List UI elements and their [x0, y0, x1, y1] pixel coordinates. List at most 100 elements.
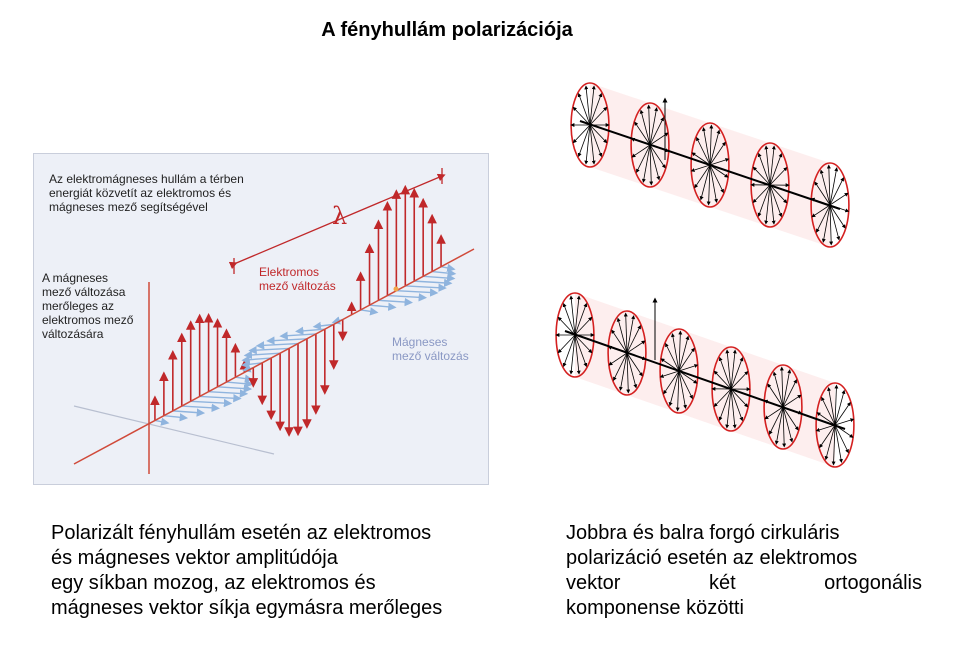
field-vector	[834, 418, 855, 426]
caption-line: Polarizált fényhullám esetén az elektrom…	[51, 522, 432, 544]
mag-perp-line: merőleges az	[42, 299, 115, 313]
field-vector	[618, 352, 628, 391]
field-vector	[577, 124, 591, 158]
magnetic-vector	[360, 307, 379, 316]
field-vector	[577, 92, 591, 126]
field-vector	[678, 335, 690, 372]
field-vector	[730, 388, 737, 429]
field-vector	[782, 406, 794, 443]
polarization-ring	[763, 364, 803, 450]
field-vector	[713, 388, 732, 408]
field-vector	[626, 352, 631, 394]
field-vector	[701, 127, 711, 166]
propagation-axis	[564, 330, 846, 430]
field-vector	[670, 333, 680, 372]
field-vector	[574, 334, 588, 368]
field-vector	[782, 369, 792, 408]
linear-polarization-diagram: Az elektromágneses hullám a térben energ…	[33, 153, 489, 485]
magnetic-vector	[312, 321, 334, 331]
magnetic-vector	[241, 360, 263, 369]
propagation-axis	[579, 120, 841, 210]
field-vector	[636, 144, 651, 174]
field-vector	[663, 370, 680, 395]
field-vector	[815, 424, 836, 432]
field-vector	[829, 167, 839, 206]
circular-polarization-bottom	[555, 292, 855, 468]
magnetic-vector	[432, 268, 457, 278]
field-vector	[678, 370, 693, 400]
mag-perp-line: változására	[42, 327, 104, 341]
magnetic-vector	[226, 379, 254, 388]
magnetic-perpendicular-label: A mágneses mező változása merőleges az e…	[42, 271, 133, 341]
field-vector	[816, 204, 831, 233]
magnetic-vector	[255, 341, 299, 350]
field-vector	[769, 406, 784, 435]
field-vector	[829, 204, 834, 246]
field-vector	[725, 349, 732, 390]
magnetic-vector	[243, 350, 281, 360]
field-vector	[769, 184, 788, 204]
magnetic-vector	[235, 374, 254, 383]
field-vector	[659, 370, 680, 378]
field-vector	[752, 184, 771, 204]
field-vector	[782, 406, 799, 431]
field-vector	[829, 192, 849, 206]
magnetic-vector	[440, 263, 456, 273]
polarization-ring	[815, 382, 855, 468]
field-vector	[769, 184, 783, 218]
field-vector	[626, 352, 643, 377]
field-vector	[826, 164, 831, 206]
field-vector	[569, 295, 576, 336]
field-vector	[829, 204, 841, 241]
field-vector	[649, 107, 659, 146]
field-vector	[767, 383, 784, 408]
field-vector	[730, 388, 749, 408]
field-vector	[814, 181, 831, 206]
field-vector	[572, 106, 591, 126]
mag-perp-line: A mágneses	[42, 271, 109, 285]
magnetic-vector	[248, 345, 290, 355]
magnetic-vector	[208, 389, 249, 398]
field-vector	[819, 169, 831, 206]
field-vector	[709, 141, 726, 166]
magnetic-vector	[163, 413, 189, 422]
field-vector	[696, 136, 711, 166]
polarization-ring	[659, 328, 699, 414]
highlight-dot	[393, 286, 399, 292]
magnetic-vector	[378, 297, 413, 307]
field-vector	[694, 164, 711, 189]
field-vector	[557, 316, 576, 336]
field-vector	[834, 389, 846, 426]
field-vector	[782, 406, 787, 448]
magnetic-vector	[387, 293, 428, 302]
field-vector	[589, 124, 596, 165]
magnetic-vector	[405, 283, 447, 292]
mag-perp-line: elektromos mező	[42, 313, 134, 327]
field-vector	[668, 370, 680, 407]
energy-label-line: mágneses mező segítségével	[49, 200, 208, 214]
field-vector	[562, 334, 576, 368]
field-vector	[824, 424, 836, 461]
field-vector	[678, 347, 695, 372]
field-vector	[584, 85, 591, 126]
field-vector	[709, 164, 719, 203]
caption-line: komponense közötti	[566, 597, 744, 619]
field-vector	[678, 364, 699, 372]
electric-label-line: Elektromos	[259, 265, 320, 279]
field-vector	[574, 302, 588, 336]
caption-circular: Jobbra és balra forgó cirkuláris polariz…	[566, 521, 922, 621]
field-vector	[589, 85, 596, 126]
field-vector	[752, 166, 771, 186]
field-vector	[769, 184, 776, 225]
magnetic-field-label: Mágneses mező változás	[392, 335, 469, 363]
field-vector	[834, 384, 839, 426]
field-vector	[782, 394, 802, 408]
field-vector	[782, 379, 797, 408]
circular-polarization-top	[570, 82, 850, 248]
field-vector	[827, 386, 836, 426]
magnetic-vector	[369, 302, 397, 311]
magnetic-vector	[190, 398, 233, 408]
field-vector	[769, 153, 783, 186]
magnetic-vector	[172, 408, 206, 417]
field-vector	[626, 352, 638, 389]
